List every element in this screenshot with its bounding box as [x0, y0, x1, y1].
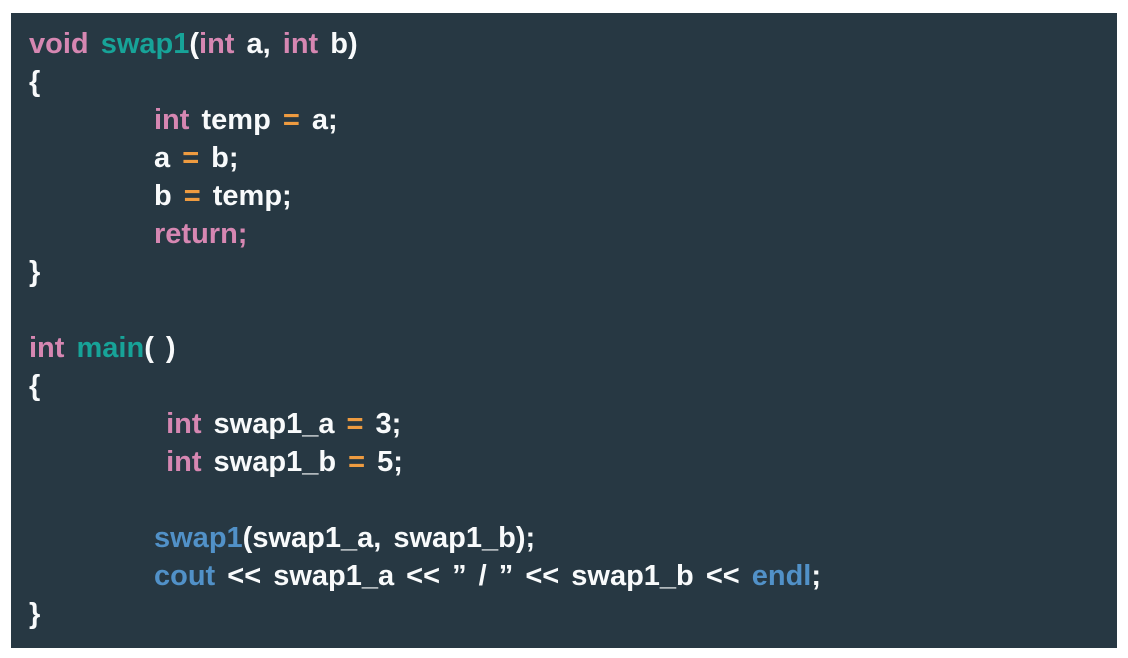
- code-line: a = b;: [29, 139, 1099, 177]
- code-line: {: [29, 367, 1099, 405]
- code-line: swap1(swap1_a, swap1_b);: [29, 519, 1099, 557]
- code-token-pl: (: [189, 28, 200, 60]
- code-token-pl: }: [29, 256, 41, 288]
- code-line: int main( ): [29, 329, 1099, 367]
- code-line: }: [29, 253, 1099, 291]
- code-token-kw: int: [154, 104, 190, 136]
- code-token-pl: [154, 446, 166, 478]
- code-line: {: [29, 63, 1099, 101]
- code-token-fn: swap1: [100, 28, 190, 60]
- code-token-pl: a;: [299, 104, 338, 136]
- code-token-pl: a,: [234, 28, 283, 60]
- code-line: cout << swap1_a << ” / ” << swap1_b << e…: [29, 557, 1099, 595]
- code-token-op: =: [346, 408, 364, 440]
- code-token-op: =: [183, 180, 201, 212]
- code-token-pl: 5;: [365, 446, 403, 478]
- code-line: b = temp;: [29, 177, 1099, 215]
- code-token-call: swap1: [154, 522, 243, 554]
- code-token-pl: temp;: [200, 180, 292, 212]
- code-token-kw: void: [29, 28, 89, 60]
- code-line: int swap1_b = 5;: [29, 443, 1099, 481]
- code-token-pl: (swap1_a, swap1_b);: [242, 522, 536, 554]
- code-token-pl: [64, 332, 76, 364]
- code-line: void swap1(int a, int b): [29, 25, 1099, 63]
- code-token-kw: int: [29, 332, 65, 364]
- code-line: int swap1_a = 3;: [29, 405, 1099, 443]
- code-token-pl: swap1_a: [201, 408, 347, 440]
- code-line: return;: [29, 215, 1099, 253]
- code-token-pl: 3;: [363, 408, 402, 440]
- code-token-pl: }: [29, 598, 41, 630]
- code-lines-container: void swap1(int a, int b){int temp = a;a …: [29, 25, 1099, 633]
- code-line: int temp = a;: [29, 101, 1099, 139]
- code-token-pl: {: [29, 370, 41, 402]
- code-line: [29, 291, 1099, 329]
- code-token-pl: ;: [811, 560, 822, 592]
- code-token-call: cout: [154, 560, 216, 592]
- code-token-pl: [89, 28, 101, 60]
- code-token-kw: int: [199, 28, 235, 60]
- code-token-kw: int: [282, 28, 319, 60]
- code-token-pl: swap1_b: [201, 446, 349, 478]
- code-token-pl: {: [29, 66, 41, 98]
- code-token-pl: b: [154, 180, 184, 212]
- code-line: }: [29, 595, 1099, 633]
- code-token-pl: temp: [189, 104, 283, 136]
- code-token-pl: b): [318, 28, 358, 60]
- code-block: void swap1(int a, int b){int temp = a;a …: [11, 13, 1117, 648]
- code-token-op: =: [348, 446, 366, 478]
- code-token-op: =: [182, 142, 200, 174]
- code-token-kw: int: [166, 408, 202, 440]
- code-token-kw: return;: [154, 218, 248, 250]
- code-line: [29, 481, 1099, 519]
- code-token-fn: main: [76, 332, 145, 364]
- code-token-pl: b;: [199, 142, 239, 174]
- code-token-kw: int: [166, 446, 202, 478]
- code-token-pl: ( ): [144, 332, 176, 364]
- code-token-call: endl: [751, 560, 812, 592]
- code-token-pl: << swap1_a << ” / ” << swap1_b <<: [215, 560, 752, 592]
- code-token-op: =: [282, 104, 300, 136]
- code-token-pl: a: [154, 142, 183, 174]
- code-token-pl: [154, 408, 166, 440]
